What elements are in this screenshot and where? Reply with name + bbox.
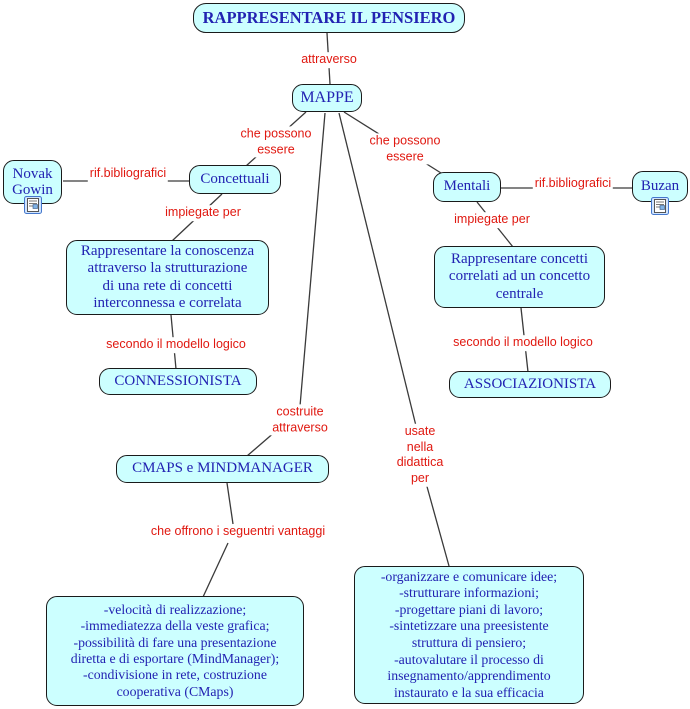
node-connessionista[interactable]: CONNESSIONISTA (99, 368, 257, 395)
line-mappe-usate (338, 112, 418, 431)
line-cheoffrono-bottomleft (202, 542, 229, 598)
line-cmaps-cheoffrono (226, 482, 234, 525)
node-associazionista[interactable]: ASSOCIAZIONISTA (449, 371, 611, 398)
node-novak-gowin[interactable]: Novak Gowin (3, 160, 62, 204)
link-label-secondo-modello-left[interactable]: secondo il modello logico (104, 337, 248, 353)
resource-icon[interactable] (651, 197, 669, 215)
node-buzan[interactable]: Buzan (632, 171, 688, 202)
node-mentali[interactable]: Mentali (433, 172, 501, 202)
node-cmaps-e-mindmanager[interactable]: CMAPS e MINDMANAGER (116, 455, 329, 483)
link-label-usate-nella-didattica[interactable]: usate nella didattica per (394, 423, 446, 487)
link-label-impiegate-per-left[interactable]: impiegate per (163, 205, 243, 221)
link-label-attraverso[interactable]: attraverso (299, 52, 359, 68)
node-concettuali[interactable]: Concettuali (189, 165, 281, 194)
line-usate-bottomright (425, 482, 450, 567)
line-mappe-costruite (298, 112, 326, 419)
node-rappresentare-il-pensiero[interactable]: RAPPRESENTARE IL PENSIERO (193, 3, 465, 33)
link-label-costruite-attraverso[interactable]: costruite attraverso (270, 404, 330, 436)
link-label-che-offrono-vantaggi[interactable]: che offrono i seguentri vantaggi (148, 524, 328, 540)
link-label-secondo-modello-right[interactable]: secondo il modello logico (451, 335, 595, 351)
node-mappe[interactable]: MAPPE (292, 84, 362, 112)
node-usi-didattici[interactable]: -organizzare e comunicare idee; -struttu… (354, 566, 584, 704)
node-rappresentare-concetti-correlati[interactable]: Rappresentare concetti correlati ad un c… (434, 246, 605, 308)
resource-icon[interactable] (24, 196, 42, 214)
link-label-rif-bibliografici-left[interactable]: rif.bibliografici (87, 166, 169, 182)
node-vantaggi-software[interactable]: -velocità di realizzazione; -immediatezz… (46, 596, 304, 706)
node-rappresentare-la-conoscenza[interactable]: Rappresentare la conoscenza attraverso l… (66, 240, 269, 315)
link-label-rif-bibliografici-right[interactable]: rif.bibliografici (532, 176, 614, 192)
link-label-che-possono-essere-left[interactable]: che possono essere (238, 126, 314, 158)
link-label-che-possono-essere-right[interactable]: che possono essere (367, 133, 443, 165)
link-label-impiegate-per-right[interactable]: impiegate per (452, 212, 532, 228)
